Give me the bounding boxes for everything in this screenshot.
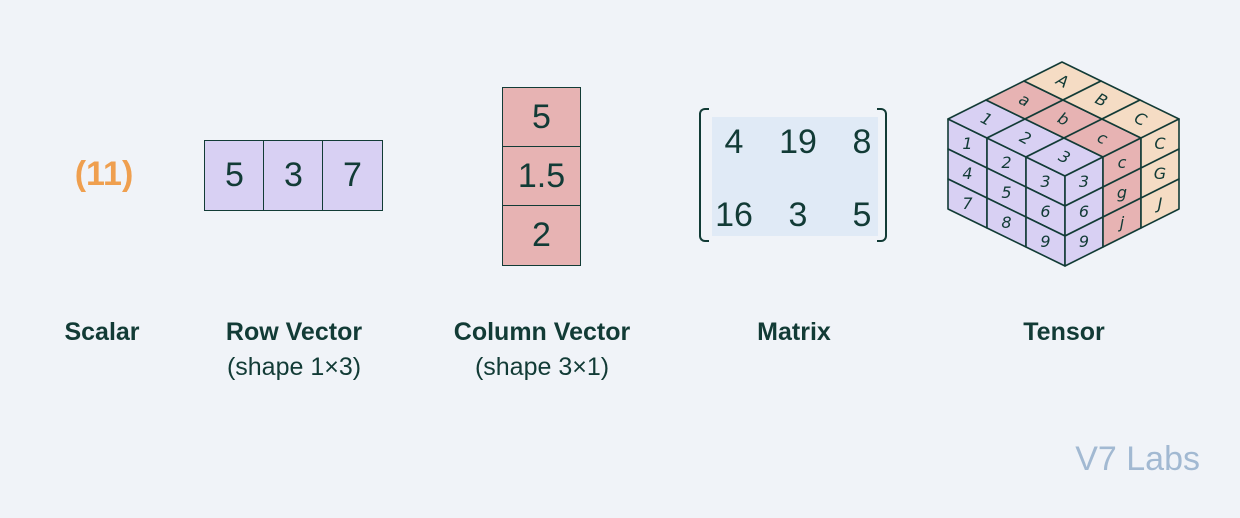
matrix-cell: 8 bbox=[852, 123, 872, 161]
tensor-right-label: g bbox=[1117, 183, 1127, 202]
column-vector-shape: (shape 3×1) bbox=[474, 353, 610, 381]
matrix-title: Matrix bbox=[757, 318, 831, 346]
column-vector-title: Column Vector bbox=[453, 318, 631, 346]
matrix-background bbox=[712, 117, 878, 236]
tensor-front-label: 8 bbox=[1001, 213, 1011, 232]
row-vector-shape: (shape 1×3) bbox=[226, 353, 362, 381]
matrix-label: Matrix bbox=[714, 318, 874, 347]
row-vector-cell: 7 bbox=[322, 140, 383, 211]
matrix-cell: 3 bbox=[788, 196, 808, 234]
tensor-right-label: j bbox=[1118, 213, 1125, 232]
tensor-front-label: 5 bbox=[1001, 183, 1011, 202]
tensor-front-label: 7 bbox=[962, 194, 973, 213]
row-vector-title: Row Vector bbox=[225, 318, 363, 346]
row-vector: 5 3 7 bbox=[204, 140, 383, 211]
matrix-cell: 19 bbox=[779, 123, 817, 161]
tensor-right-label: 6 bbox=[1079, 202, 1089, 221]
tensor-right-label: C bbox=[1154, 134, 1166, 153]
tensor-right-label: 9 bbox=[1079, 232, 1089, 251]
v7-labs-logo: V7 Labs bbox=[1075, 440, 1200, 478]
tensor-title: Tensor bbox=[1023, 318, 1105, 346]
tensor-right-label: J bbox=[1155, 194, 1163, 213]
tensor-front-label: 4 bbox=[962, 164, 972, 183]
row-vector-cell: 5 bbox=[204, 140, 265, 211]
matrix-left-bracket bbox=[699, 108, 709, 242]
column-vector-cell: 1.5 bbox=[502, 146, 581, 207]
scalar-value: (11) bbox=[74, 155, 134, 193]
column-vector-label: Column Vector (shape 3×1) bbox=[420, 318, 664, 382]
matrix-cell: 4 bbox=[724, 123, 744, 161]
row-vector-label: Row Vector (shape 1×3) bbox=[180, 318, 408, 382]
tensor-front-label: 9 bbox=[1040, 232, 1050, 251]
tensor-right-cell bbox=[1140, 178, 1180, 229]
tensor-right-label: c bbox=[1118, 153, 1127, 172]
tensor-label: Tensor bbox=[990, 318, 1138, 347]
column-vector-cell: 5 bbox=[502, 87, 581, 148]
matrix-cell: 5 bbox=[852, 196, 872, 234]
row-vector-cell: 3 bbox=[263, 140, 324, 211]
matrix-right-bracket bbox=[877, 108, 887, 242]
tensor-right-label: 3 bbox=[1079, 172, 1089, 191]
tensor-front-label: 2 bbox=[1001, 153, 1011, 172]
matrix-cell: 16 bbox=[715, 196, 753, 234]
tensor-front-label: 3 bbox=[1040, 172, 1050, 191]
tensor-right-label: G bbox=[1154, 164, 1166, 183]
column-vector: 5 1.5 2 bbox=[502, 87, 581, 266]
tensor-front-label: 6 bbox=[1040, 202, 1050, 221]
scalar-title: Scalar bbox=[64, 318, 140, 346]
tensor-front-label: 1 bbox=[962, 134, 972, 153]
column-vector-cell: 2 bbox=[502, 205, 581, 266]
scalar-label: Scalar bbox=[40, 318, 164, 347]
